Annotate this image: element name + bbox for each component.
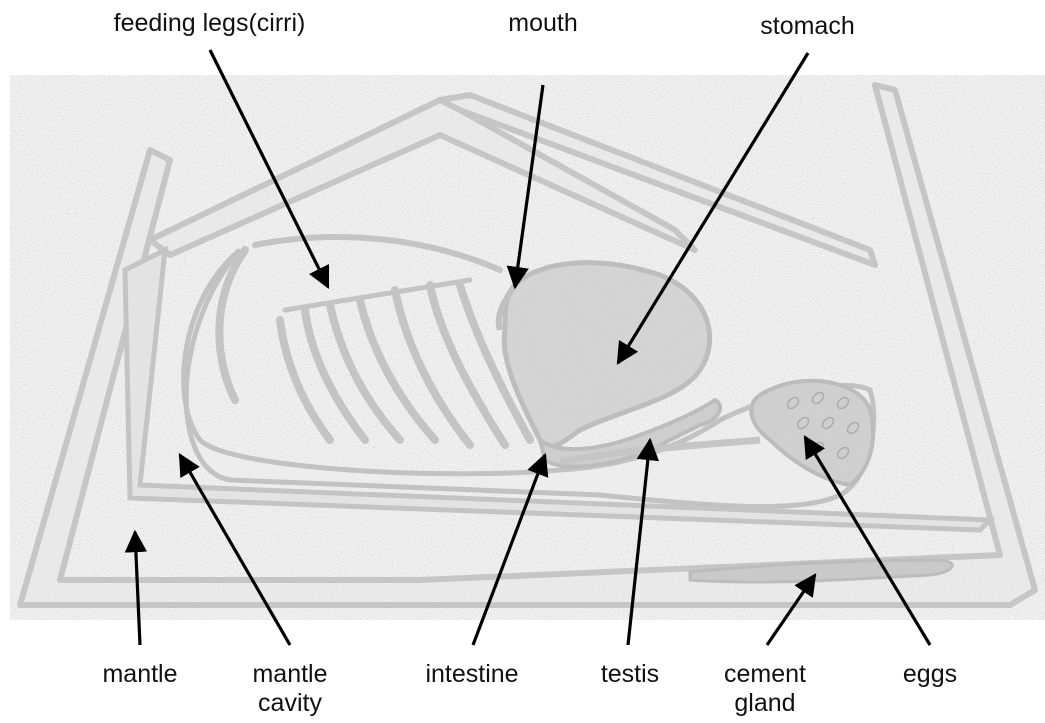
label-eggs: eggs	[880, 660, 980, 689]
label-mantle-cavity-line1: mantle	[240, 660, 340, 689]
label-mantle-cavity-line2: cavity	[240, 689, 340, 718]
label-mantle: mantle	[90, 660, 190, 689]
label-stomach: stomach	[745, 12, 870, 41]
label-feeding-legs: feeding legs(cirri)	[102, 9, 317, 38]
label-testis: testis	[580, 660, 680, 689]
label-cement-gland-line1: cement	[715, 660, 815, 689]
label-mouth: mouth	[498, 9, 588, 38]
label-intestine: intestine	[412, 660, 532, 689]
label-cement-gland-line2: gland	[715, 689, 815, 718]
